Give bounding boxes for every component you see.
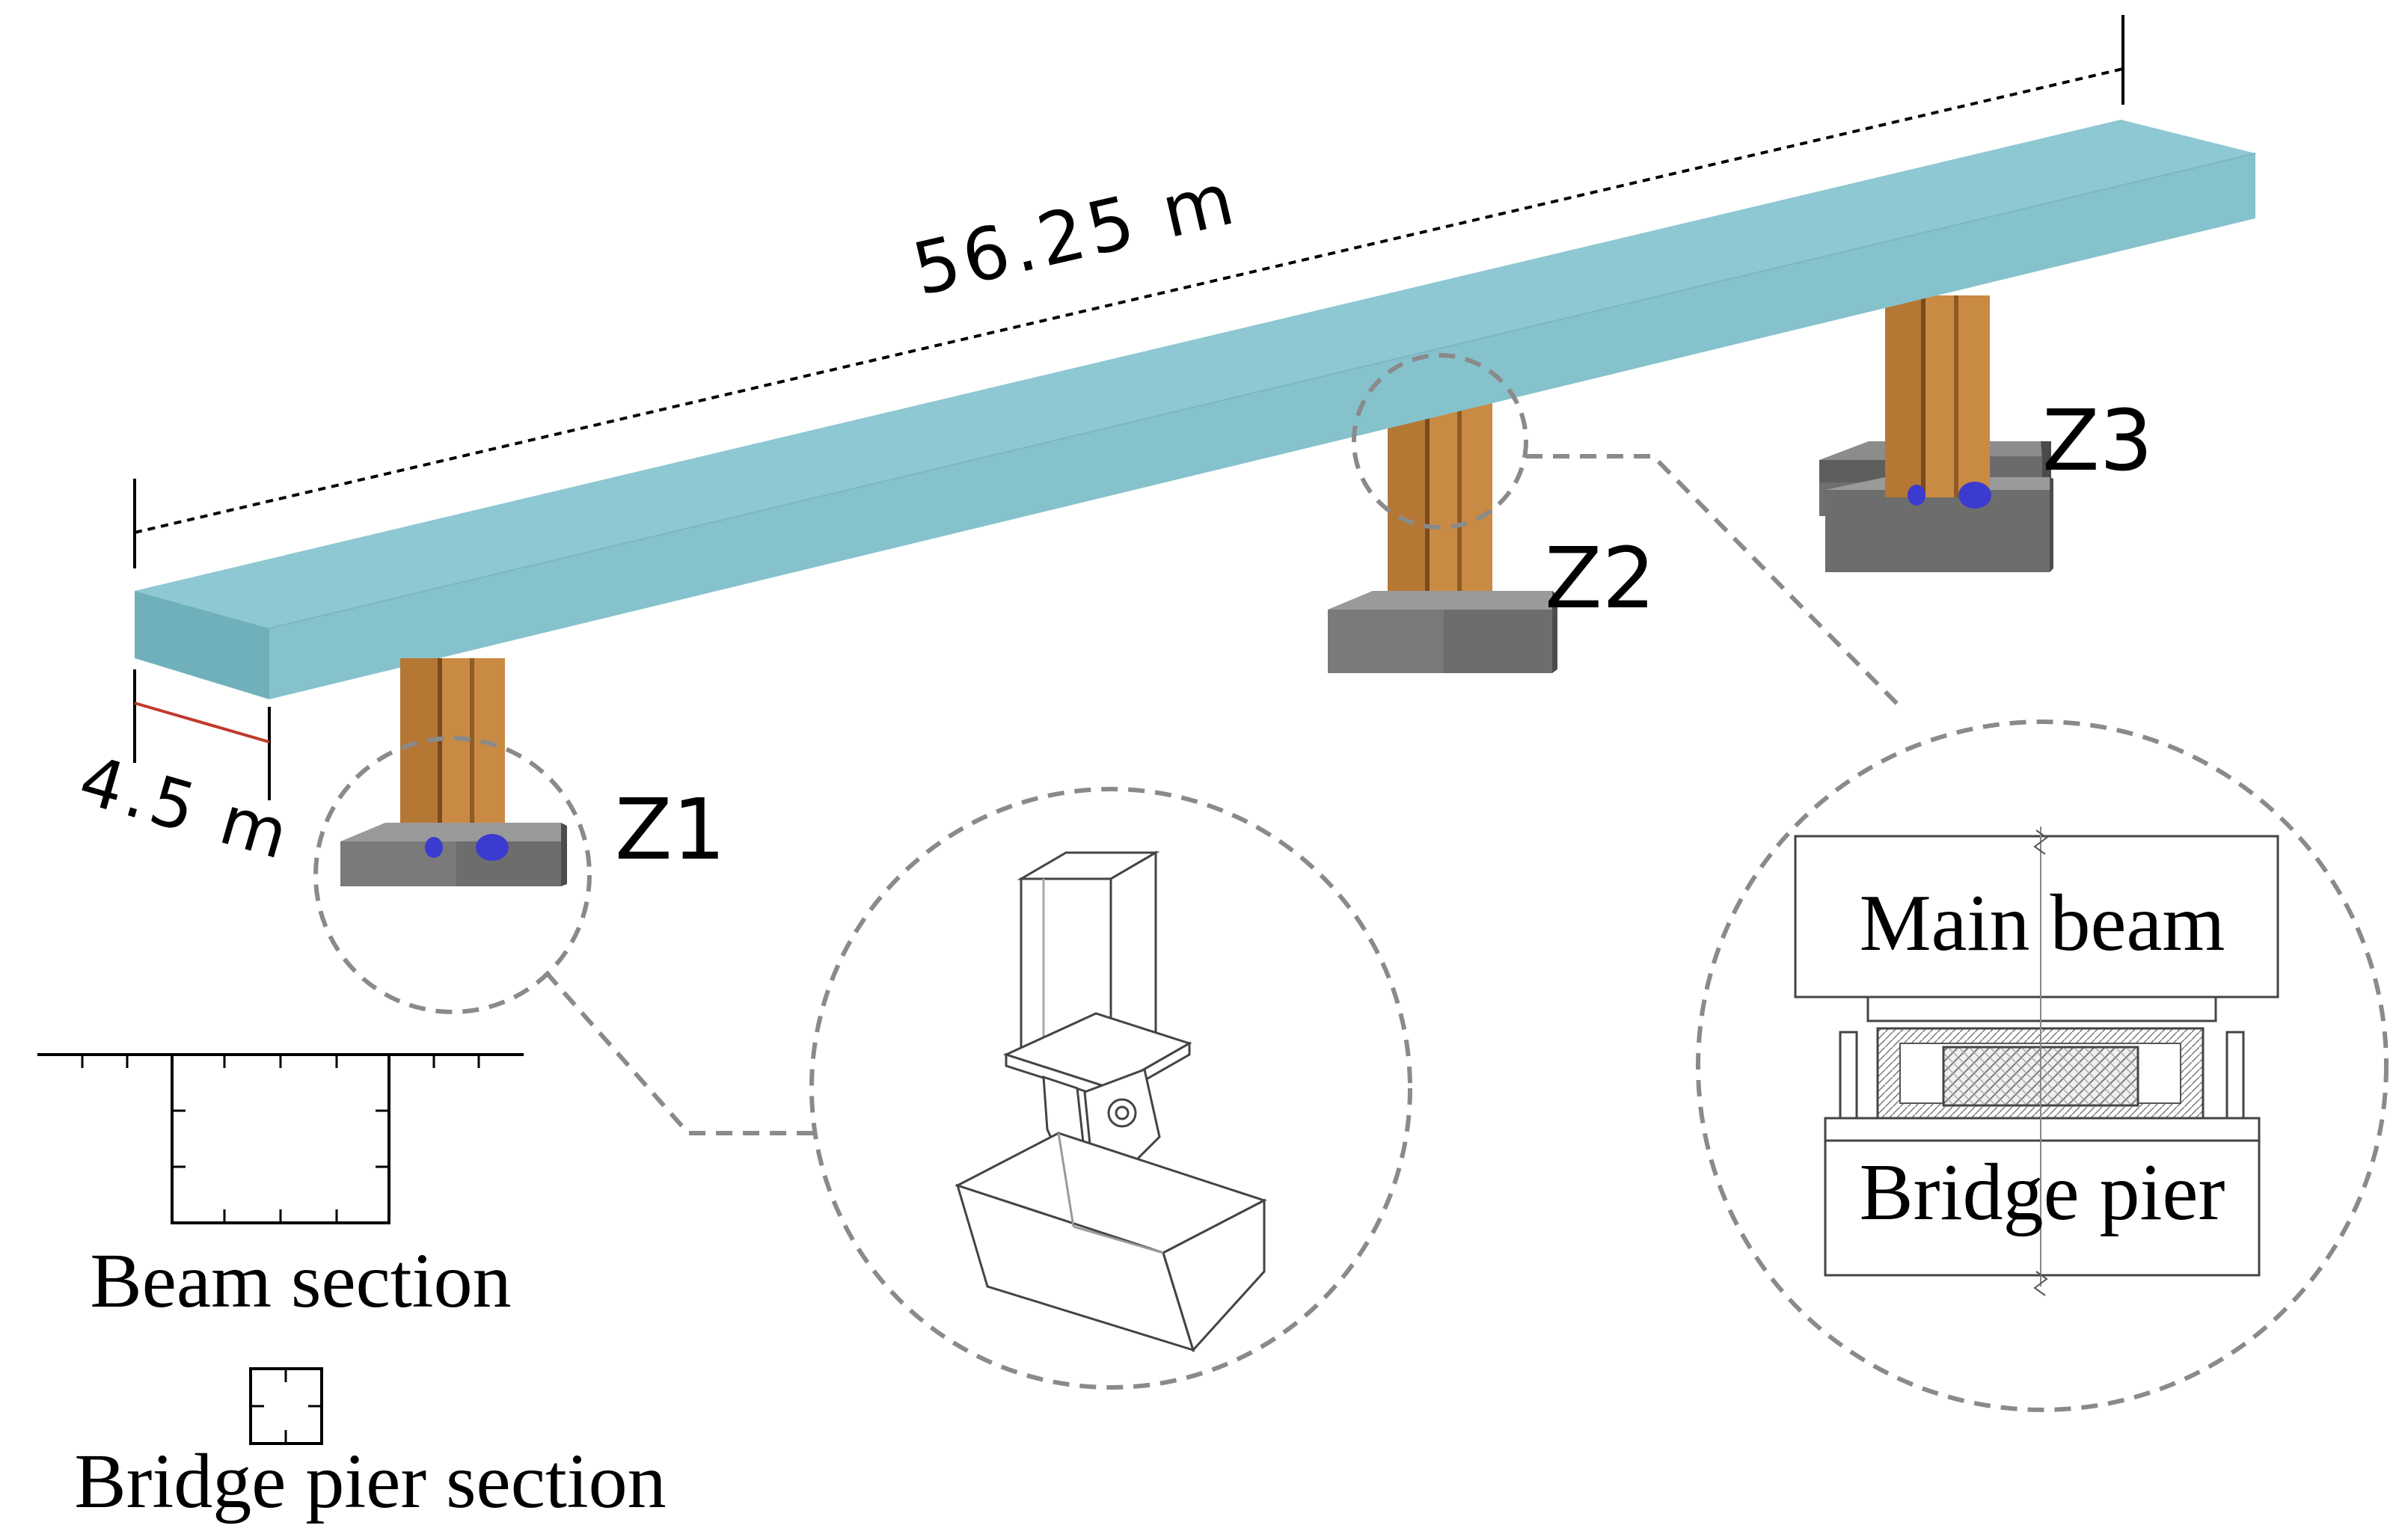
span-length-label: 56.25 m	[905, 156, 1246, 312]
hinge-bearing-detail	[955, 850, 1267, 1352]
beam-section-drawing	[37, 1053, 524, 1224]
pier-z1: Z1	[340, 658, 726, 886]
pier-z1-label: Z1	[615, 782, 726, 879]
callout-z1	[313, 736, 1412, 1390]
main-beam-label: Main beam	[1860, 879, 2225, 968]
pier-z3-label: Z3	[2042, 393, 2153, 490]
beam-width-label: 4.5 m	[71, 740, 301, 876]
main-beam	[135, 120, 2256, 699]
pier-z2-label: Z2	[1545, 530, 1655, 628]
callout-z2	[1352, 353, 2389, 1412]
width-dimension: 4.5 m	[71, 669, 301, 876]
beam-section-label: Beam section	[90, 1238, 511, 1324]
pier-section-label: Bridge pier section	[74, 1438, 666, 1524]
bridge-pier-label: Bridge pier	[1860, 1148, 2225, 1237]
pier-z2: Z2	[1328, 393, 1655, 673]
pier-z3: Z3	[1819, 295, 2153, 572]
pier-section-drawing	[249, 1367, 323, 1445]
bearing-section-detail: Main beam Bridge pier	[1794, 826, 2279, 1296]
